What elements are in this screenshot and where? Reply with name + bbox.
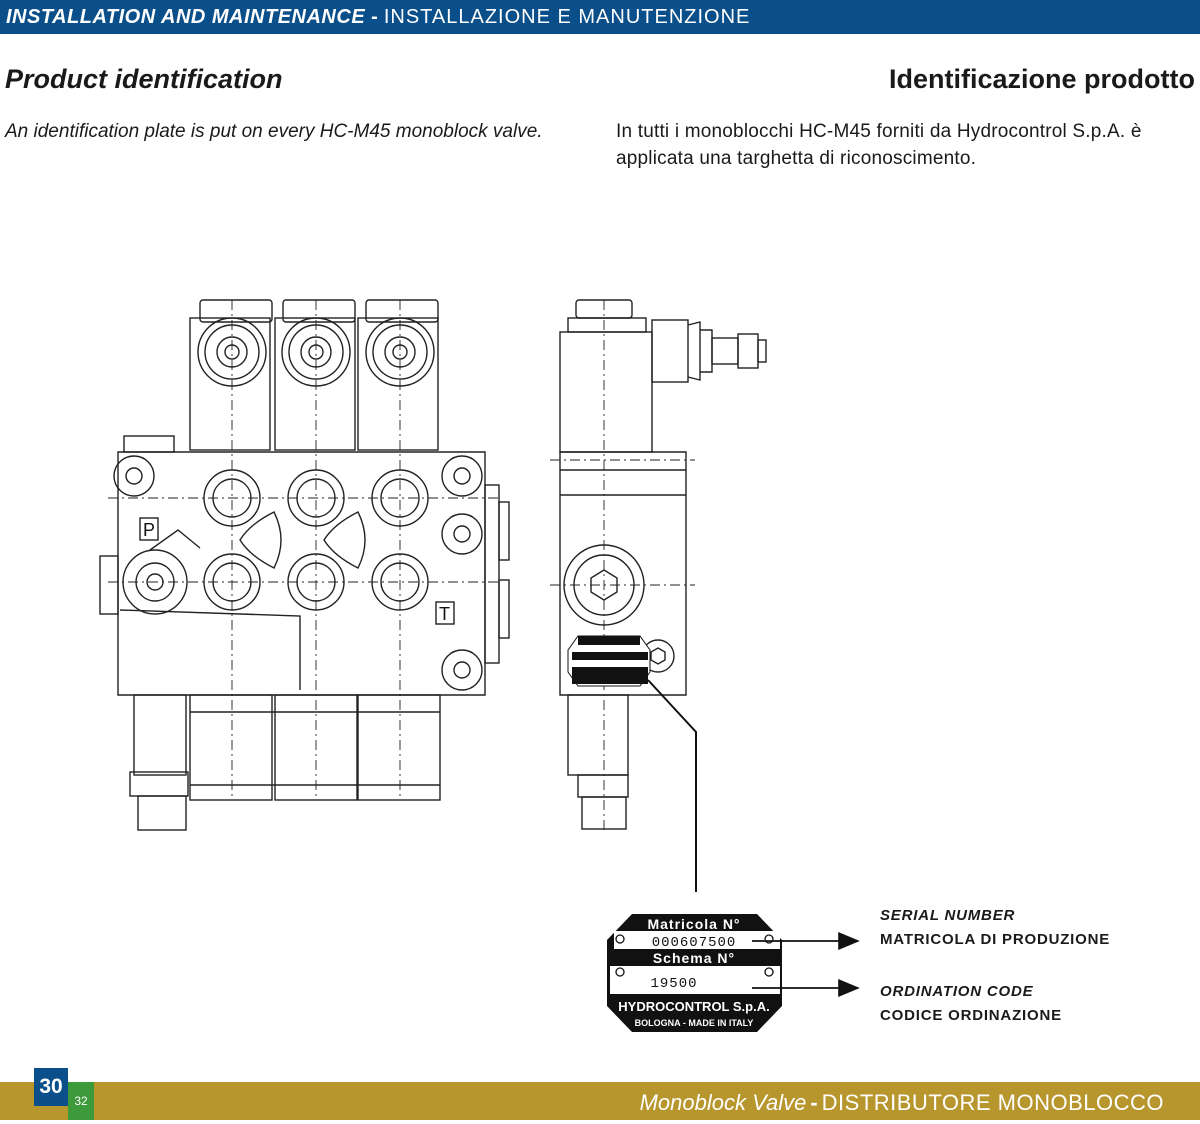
plate-serial-label: Matricola N°: [647, 916, 740, 932]
header-title-it: INSTALLAZIONE E MANUTENZIONE: [383, 6, 751, 28]
footer-separator: -: [810, 1090, 818, 1115]
body-text-it: In tutti i monoblocchi HC-M45 forniti da…: [616, 121, 1142, 169]
callout-code-en: ORDINATION CODE: [880, 983, 1034, 1000]
footer-title-it: DISTRIBUTORE MONOBLOCCO: [821, 1090, 1164, 1115]
footer-bar: [0, 1082, 1200, 1120]
body-text-en: An identification plate is put on every …: [5, 121, 543, 142]
leader-line: [647, 679, 697, 892]
valve-body: [117, 451, 486, 696]
header-separator: -: [371, 6, 378, 28]
plate-schema-value: 19500: [650, 976, 697, 992]
footer-title-en: Monoblock Valve: [639, 1090, 807, 1115]
callout-code-it: CODICE ORDINAZIONE: [880, 1007, 1062, 1024]
port-label-t: T: [439, 604, 450, 624]
page-total: 32: [68, 1082, 94, 1120]
page-number: 30: [34, 1068, 68, 1106]
id-plate: [607, 914, 782, 1032]
port-label-p: P: [143, 520, 155, 540]
callout-serial-en: SERIAL NUMBER: [880, 907, 1016, 924]
valve-drawing: P T: [99, 299, 860, 1032]
small-id-plate: [567, 635, 651, 687]
callout-serial-it: MATRICOLA DI PRODUZIONE: [880, 931, 1111, 948]
plate-schema-label: Schema N°: [653, 950, 735, 966]
plate-company: HYDROCONTROL S.p.A.: [618, 999, 769, 1014]
front-view: [99, 299, 510, 831]
side-view: [550, 299, 767, 830]
header-title-en: INSTALLATION AND MAINTENANCE: [6, 6, 366, 28]
section-title-en: Product identification: [5, 64, 283, 94]
section-title-it: Identificazione prodotto: [889, 64, 1195, 94]
spool-caps: [129, 694, 441, 831]
plate-location: BOLOGNA - MADE IN ITALY: [635, 1018, 754, 1028]
solenoid-coils: [123, 299, 439, 453]
plate-serial-value: 000607500: [652, 935, 737, 951]
header-bar: INSTALLATION AND MAINTENANCE-INSTALLAZIO…: [0, 0, 1200, 34]
footer-title: Monoblock Valve-DISTRIBUTORE MONOBLOCCO: [640, 1082, 1164, 1120]
side-body: [559, 451, 687, 696]
